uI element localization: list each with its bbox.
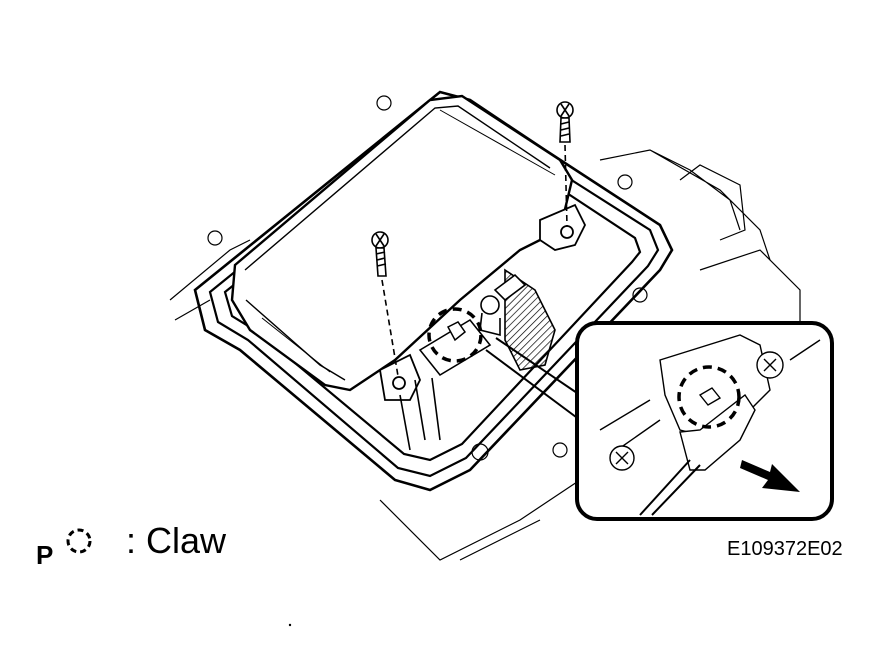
dashed-circle-icon <box>66 528 92 554</box>
bolt-left <box>371 231 399 377</box>
release-direction-arrow <box>740 460 800 492</box>
control-unit-cover <box>230 94 574 392</box>
callout-leader <box>485 337 581 421</box>
figure-code: E109372E02 <box>727 538 843 560</box>
legend-symbol-letter: P <box>36 540 54 570</box>
legend-label: : Claw <box>126 520 227 561</box>
bolt-right <box>556 101 574 227</box>
mounting-lugs <box>379 203 587 401</box>
claw-detail-main <box>446 321 467 342</box>
detail-inset <box>575 321 834 521</box>
claw-marker-main <box>427 307 483 363</box>
claw-marker-detail <box>677 365 741 429</box>
